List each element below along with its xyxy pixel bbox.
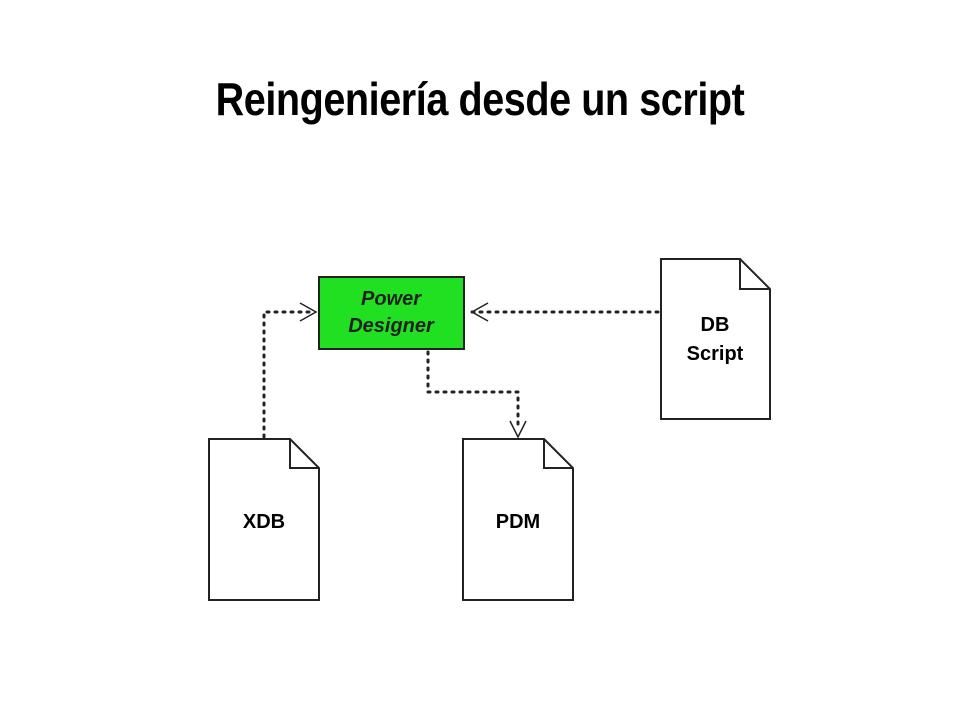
document-icon: [208, 438, 320, 601]
db-script-line1: DB: [701, 314, 730, 336]
db-script-line2: Script: [687, 343, 744, 365]
arrowhead-down-icon: [509, 420, 527, 439]
edge-xdb-to-powerdesigner: [262, 310, 312, 439]
node-power-designer: Power Designer: [318, 276, 465, 350]
edge-powerdesigner-to-pdm: [426, 350, 520, 432]
power-designer-line2: Designer: [348, 315, 435, 337]
power-designer-line1: Power: [361, 288, 422, 310]
xdb-label: XDB: [243, 511, 285, 533]
pdm-label: PDM: [496, 511, 540, 533]
document-icon: [660, 258, 771, 420]
arrowhead-right-icon: [299, 302, 318, 322]
node-db-script: DB Script: [660, 258, 771, 420]
node-pdm: PDM: [462, 438, 574, 601]
arrowhead-left-icon: [470, 302, 489, 322]
node-xdb: XDB: [208, 438, 320, 601]
document-icon: [462, 438, 574, 601]
slide-title: Reingeniería desde un script: [215, 73, 745, 125]
